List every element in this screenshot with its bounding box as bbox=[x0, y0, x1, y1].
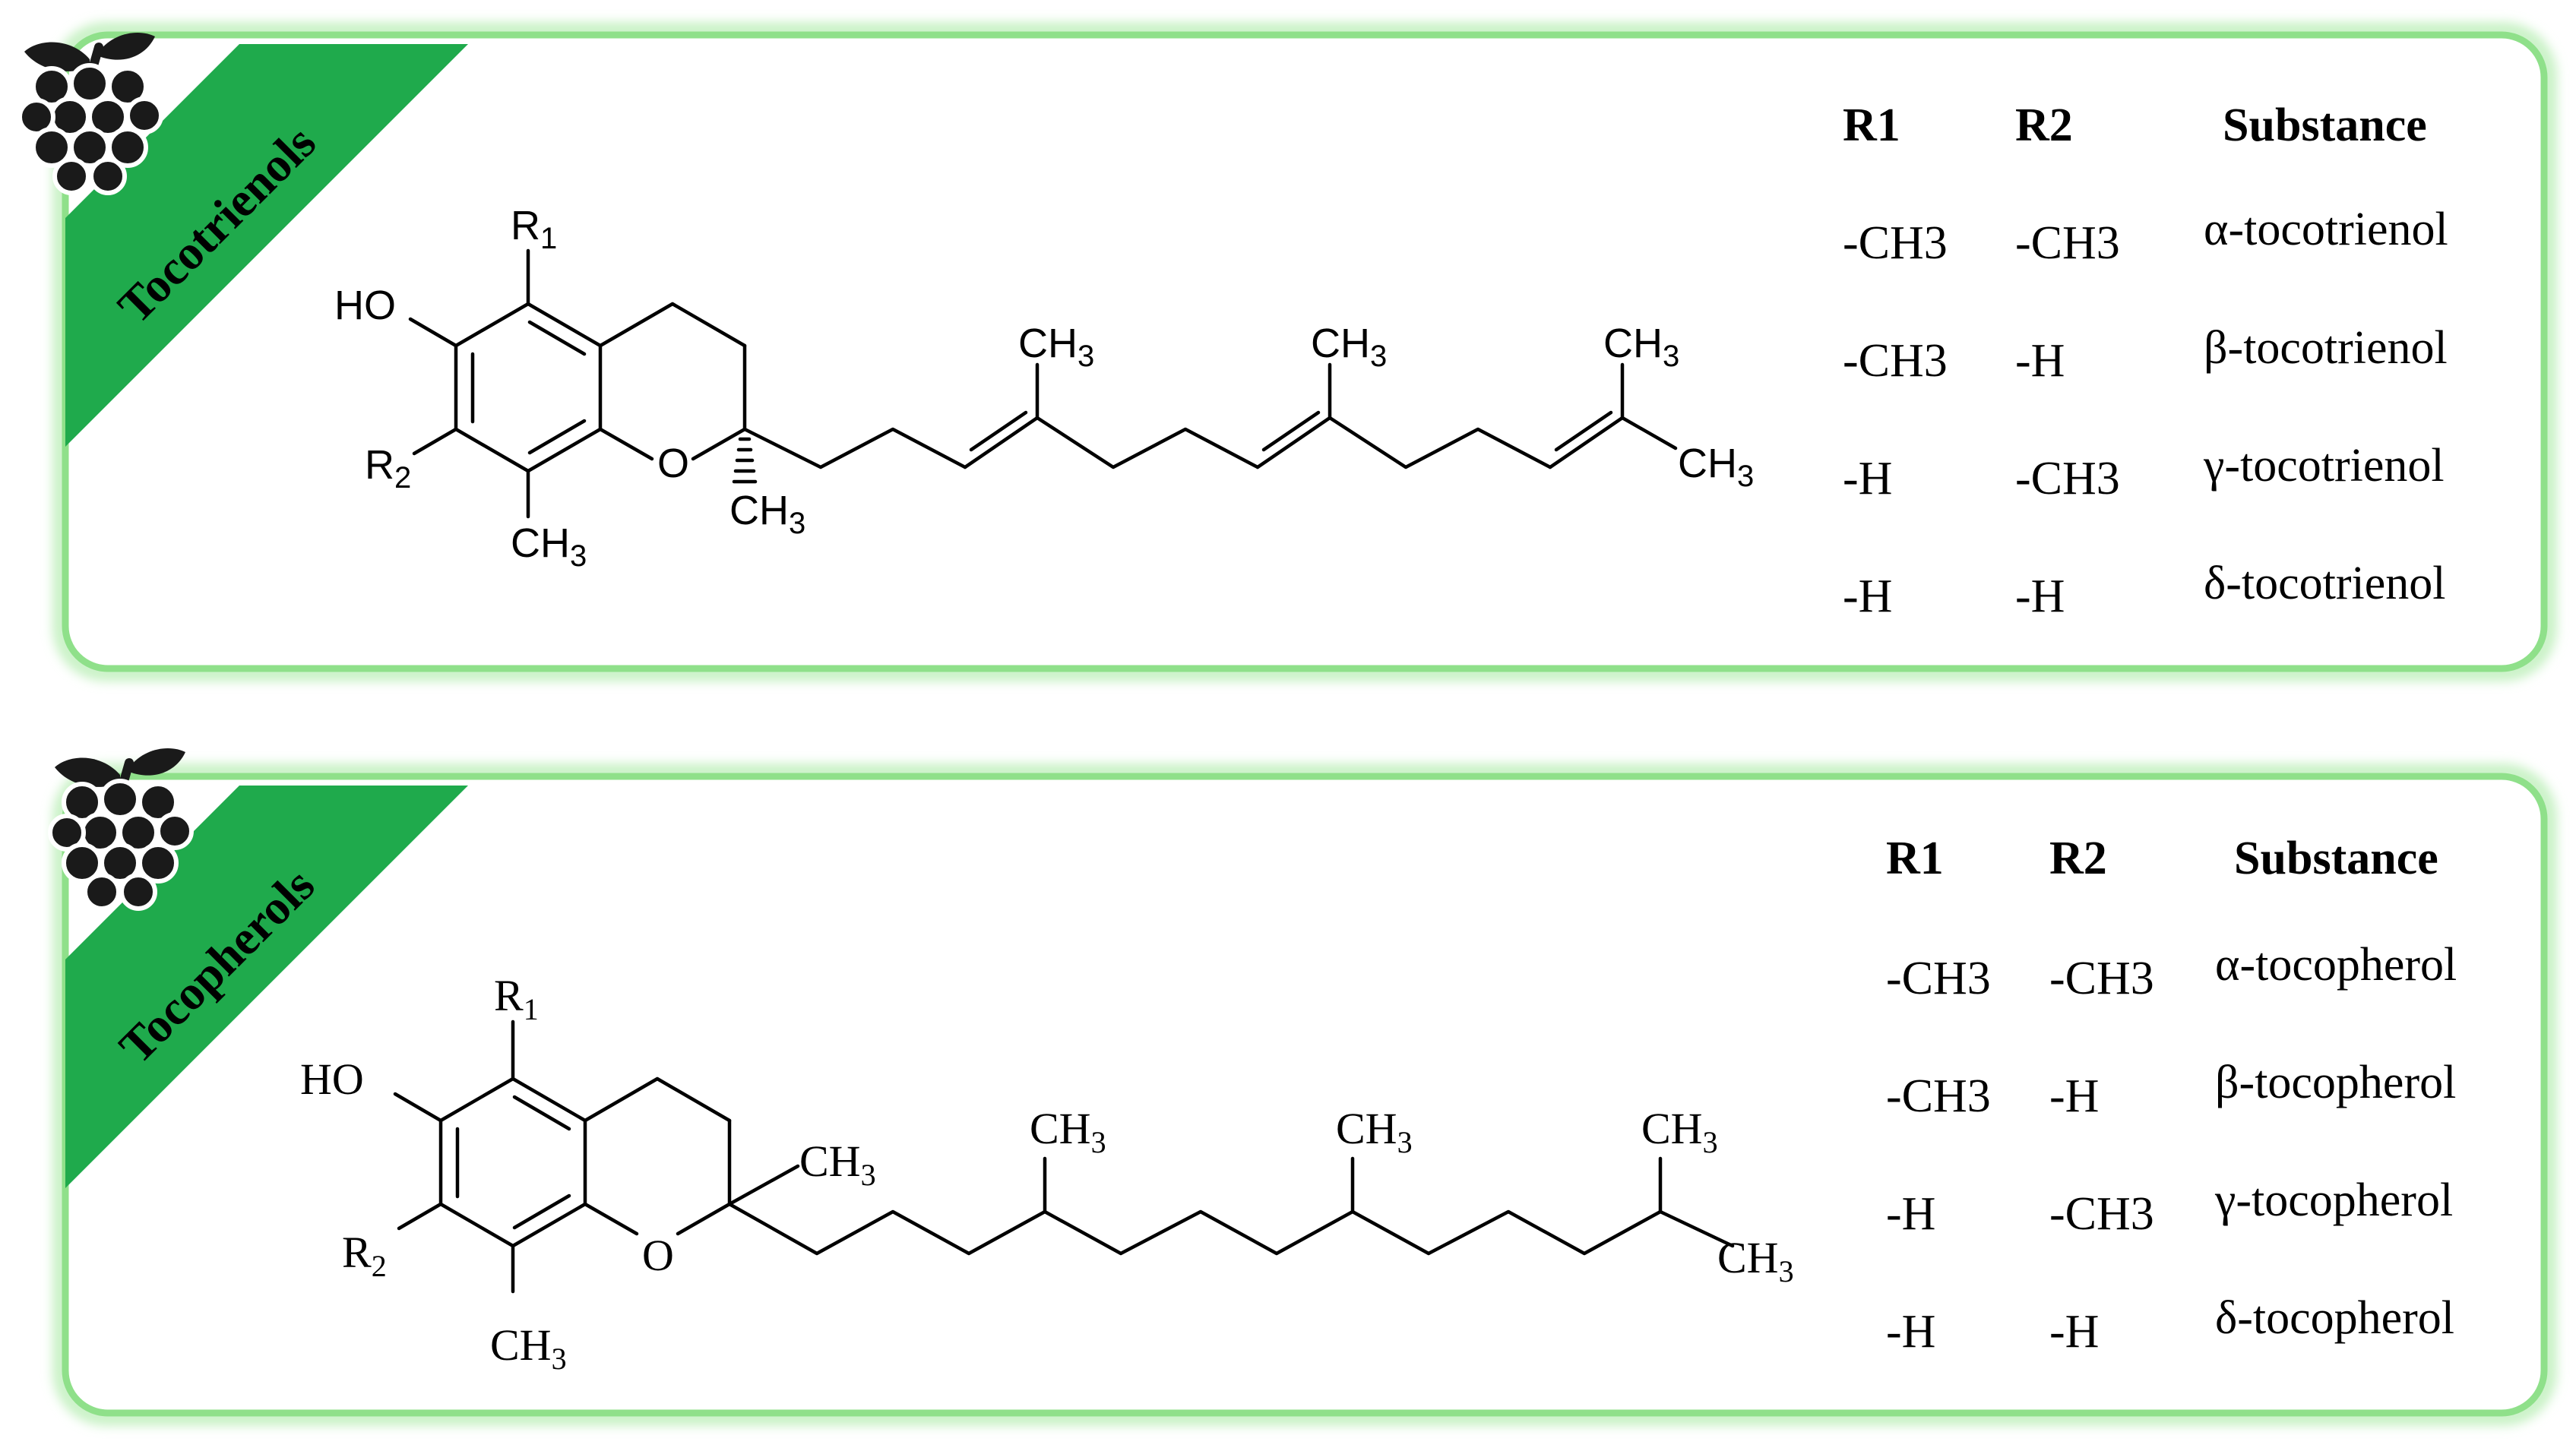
table-cell: -H bbox=[1886, 1188, 1935, 1240]
c2-methyl-label: CH3 bbox=[729, 488, 805, 540]
table-cell: -H bbox=[1843, 453, 1892, 504]
r2-label: R2 bbox=[342, 1228, 387, 1283]
panel-border bbox=[62, 31, 2548, 672]
chain-methyl-2-label: CH3 bbox=[1336, 1104, 1413, 1159]
table-cell: γ-tocotrienol bbox=[2203, 440, 2445, 492]
table-cell: -H bbox=[1843, 571, 1892, 622]
chain-terminal-methyl-label: CH3 bbox=[1678, 441, 1754, 493]
table-header-substance: Substance bbox=[2223, 100, 2427, 151]
banner-ribbon bbox=[65, 786, 468, 1188]
table-cell: -H bbox=[2049, 1070, 2099, 1122]
tocotrienols-panel: Tocotrienols bbox=[20, 22, 2557, 681]
table-cell: -H bbox=[2015, 571, 2065, 622]
table-header-r1: R1 bbox=[1886, 833, 1944, 884]
c8-methyl-label: CH3 bbox=[490, 1320, 567, 1376]
tocopherol-structure: R1 HO R2 O CH3 CH3 CH3 CH3 CH3 CH3 bbox=[300, 971, 1794, 1376]
tocotrienol-table: R1 R2 Substance -CH3 -CH3 α-tocotrienol … bbox=[1843, 100, 2448, 622]
table-cell: δ-tocotrienol bbox=[2204, 558, 2445, 609]
table-cell: δ-tocopherol bbox=[2215, 1292, 2454, 1344]
table-header-r1: R1 bbox=[1843, 100, 1900, 151]
table-cell: -CH3 bbox=[2015, 453, 2120, 504]
chain-methyl-2-label: CH3 bbox=[1311, 321, 1387, 373]
table-cell: α-tocotrienol bbox=[2204, 204, 2448, 255]
chain-methyl-1-label: CH3 bbox=[1030, 1104, 1106, 1159]
table-cell: -H bbox=[2015, 335, 2065, 387]
c2-methyl-label: CH3 bbox=[799, 1136, 876, 1192]
table-cell: β-tocopherol bbox=[2215, 1057, 2456, 1108]
tocopherol-table: R1 R2 Substance -CH3 -CH3 α-tocopherol -… bbox=[1886, 833, 2457, 1358]
ho-label: HO bbox=[300, 1054, 364, 1104]
banner-ribbon bbox=[65, 44, 468, 447]
table-cell: γ-tocopherol bbox=[2214, 1174, 2453, 1226]
ring-oxygen-label: O bbox=[657, 441, 689, 486]
table-cell: β-tocotrienol bbox=[2204, 322, 2448, 374]
table-cell: -CH3 bbox=[1843, 335, 1948, 387]
table-header-substance: Substance bbox=[2234, 833, 2438, 884]
table-cell: -CH3 bbox=[2049, 1188, 2154, 1240]
table-cell: α-tocopherol bbox=[2215, 939, 2457, 991]
c8-methyl-label: CH3 bbox=[511, 520, 587, 573]
r2-label: R2 bbox=[365, 442, 411, 495]
table-cell: -H bbox=[1886, 1306, 1935, 1358]
chain-methyl-1-label: CH3 bbox=[1018, 321, 1094, 373]
panel-border bbox=[62, 773, 2548, 1417]
table-cell: -H bbox=[2049, 1306, 2099, 1358]
table-cell: -CH3 bbox=[2015, 217, 2120, 269]
tocopherols-panel: Tocopherols bbox=[50, 748, 2557, 1426]
chain-methyl-3-label: CH3 bbox=[1641, 1104, 1718, 1159]
chromanol-bonds bbox=[393, 1019, 1735, 1294]
table-cell: -CH3 bbox=[1886, 953, 1991, 1004]
ho-label: HO bbox=[334, 283, 396, 328]
chromanol-bonds bbox=[408, 248, 1678, 519]
table-header-r2: R2 bbox=[2015, 100, 2073, 151]
chain-methyl-3-label: CH3 bbox=[1603, 321, 1679, 373]
table-header-r2: R2 bbox=[2049, 833, 2107, 884]
r1-label: R1 bbox=[494, 971, 539, 1026]
table-cell: -CH3 bbox=[1843, 217, 1948, 269]
tocotrienol-structure: R1 HO R2 O CH3 CH3 CH3 CH3 CH3 CH3 bbox=[334, 203, 1754, 573]
table-cell: -CH3 bbox=[1886, 1070, 1991, 1122]
hashed-wedge bbox=[732, 437, 758, 484]
panel-glow bbox=[52, 763, 2557, 1426]
r1-label: R1 bbox=[511, 203, 557, 255]
panel-glow bbox=[52, 22, 2557, 681]
table-cell: -CH3 bbox=[2049, 953, 2154, 1004]
ring-oxygen-label: O bbox=[642, 1231, 674, 1280]
chain-terminal-methyl-label: CH3 bbox=[1717, 1233, 1794, 1288]
